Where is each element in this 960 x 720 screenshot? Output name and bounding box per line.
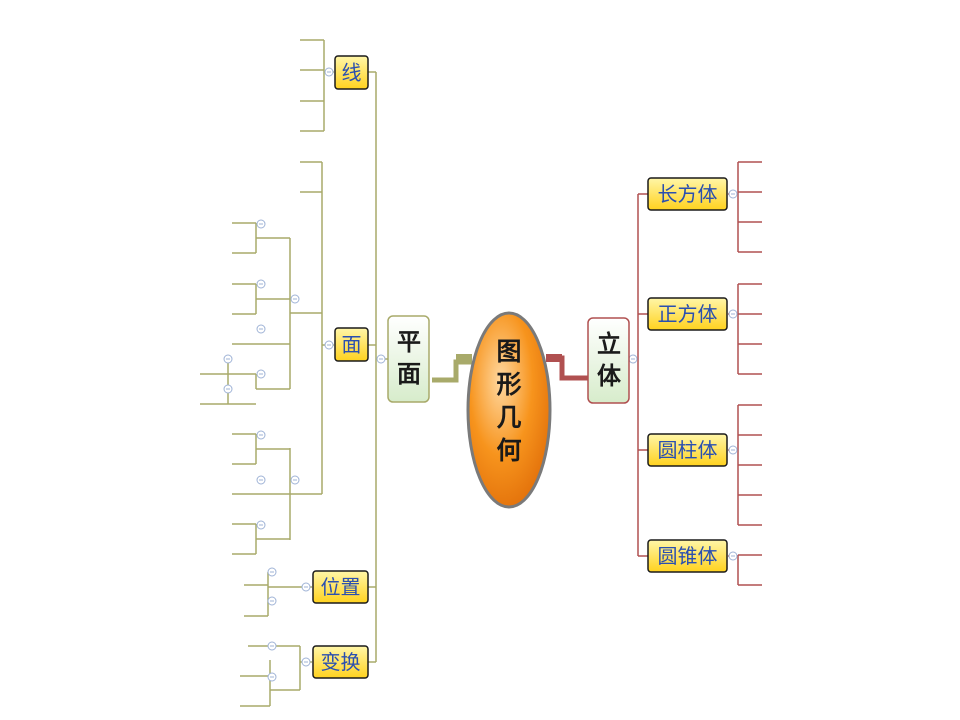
branch-node-solid[interactable]: 立体 [587,317,630,404]
collapse-icon[interactable] [628,354,638,364]
topic-label-line: 线 [342,61,362,85]
topic-label-cube: 正方体 [658,302,718,326]
collapse-icon[interactable] [301,582,311,592]
topic-label-transform: 变换 [321,650,361,674]
collapse-icon[interactable] [256,219,266,229]
collapse-icon[interactable] [728,309,738,319]
collapse-icon[interactable] [256,279,266,289]
collapse-icon[interactable] [256,324,266,334]
topic-node-line[interactable]: 线 [334,55,369,90]
topic-node-cylinder[interactable]: 圆柱体 [647,433,728,467]
topic-label-face: 面 [342,333,362,357]
topic-node-face[interactable]: 面 [334,327,369,362]
collapse-icon[interactable] [290,294,300,304]
collapse-icon[interactable] [267,567,277,577]
root-node[interactable]: 图形几何 [466,311,552,509]
root-label: 图形几何 [496,337,521,465]
collapse-icon[interactable] [324,67,334,77]
collapse-icon[interactable] [267,596,277,606]
collapse-icon[interactable] [256,475,266,485]
collapse-icon[interactable] [728,551,738,561]
collapse-icon[interactable] [267,672,277,682]
topic-node-position[interactable]: 位置 [312,570,369,604]
solid-connectors [546,161,762,586]
topic-label-cylinder: 圆柱体 [658,438,718,462]
collapse-icon[interactable] [256,520,266,530]
collapse-icon[interactable] [267,641,277,651]
collapse-icon[interactable] [223,384,233,394]
branch-label-solid: 立体 [597,330,622,390]
collapse-icon[interactable] [324,340,334,350]
topic-label-cuboid: 长方体 [658,182,718,206]
collapse-icons [223,67,738,682]
collapse-icon[interactable] [256,369,266,379]
branch-label-plane: 平面 [397,328,421,388]
collapse-icon[interactable] [376,354,386,364]
collapse-icon[interactable] [223,354,233,364]
collapse-icon[interactable] [256,430,266,440]
collapse-icon[interactable] [290,475,300,485]
branch-node-plane[interactable]: 平面 [387,315,430,403]
topic-node-cube[interactable]: 正方体 [647,297,728,331]
collapse-icon[interactable] [301,657,311,667]
collapse-icon[interactable] [728,189,738,199]
topic-node-transform[interactable]: 变换 [312,645,369,679]
plane-connectors [200,39,472,707]
topic-label-cone: 圆锥体 [658,544,718,568]
topic-node-cuboid[interactable]: 长方体 [647,177,728,211]
collapse-icon[interactable] [728,445,738,455]
root-to-plane-link [432,359,472,383]
topic-label-position: 位置 [321,575,361,599]
topic-node-cone[interactable]: 圆锥体 [647,539,728,573]
